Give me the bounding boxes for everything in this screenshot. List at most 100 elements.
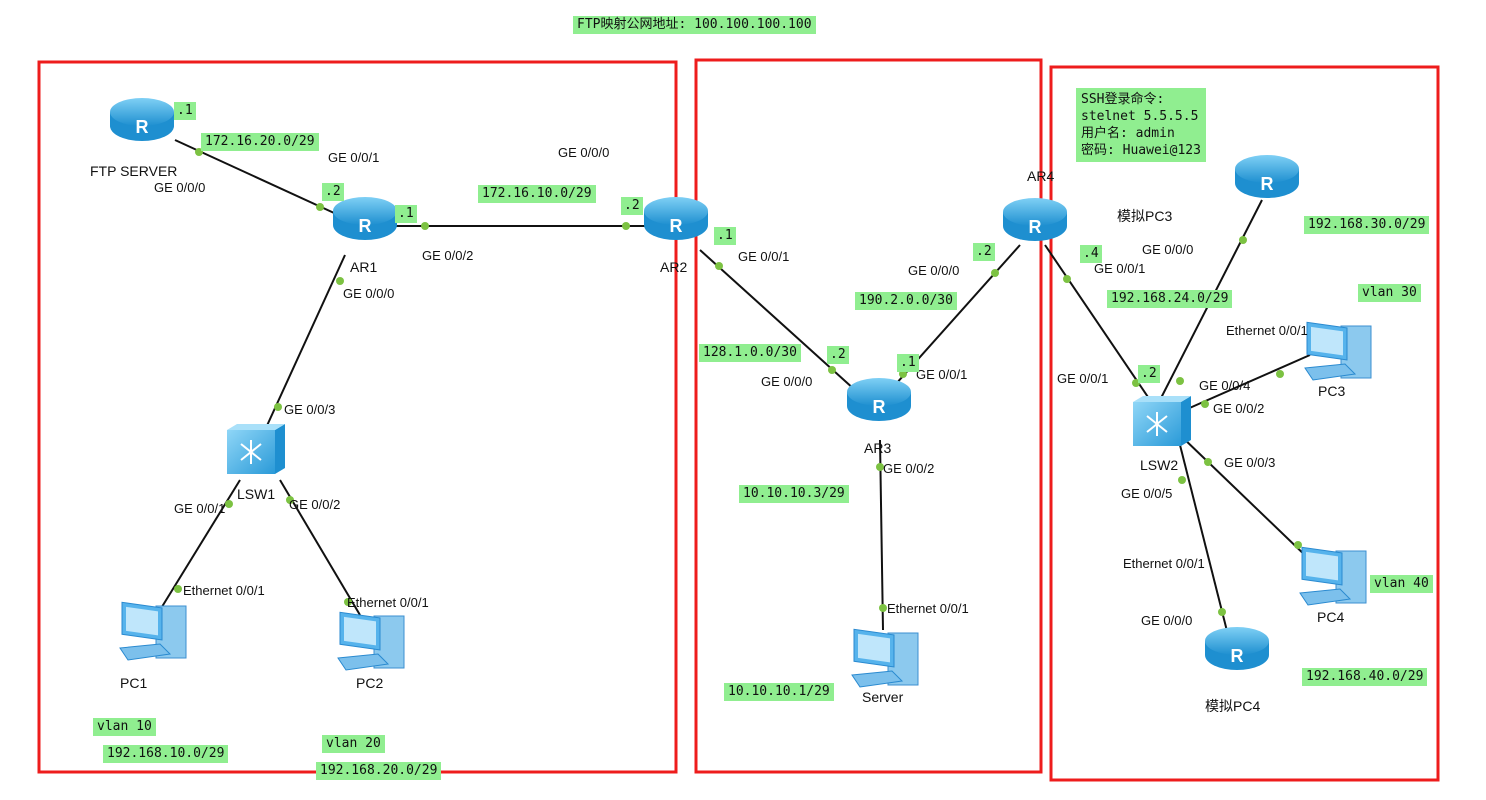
port-label: GE 0/0/2 [422,248,474,263]
svg-text:R: R [359,216,372,236]
zone-middle [694,58,1043,774]
ip-tag: .2 [322,183,344,201]
svg-text:R: R [1261,174,1274,194]
network-tag: 192.168.24.0/29 [1107,290,1233,308]
pc-icon[interactable] [1304,321,1372,381]
pc-icon[interactable] [1299,546,1367,606]
network-tag: 192.168.20.0/29 [316,762,442,780]
port-dot [622,222,630,230]
port-dot [1218,608,1226,616]
port-label: GE 0/0/1 [1057,371,1109,386]
device-label-pc1: PC1 [120,675,148,691]
ip-tag: .4 [1080,245,1102,263]
port-label: Ethernet 0/0/1 [887,601,969,616]
pc-icon[interactable] [337,611,405,671]
vlan-tag: vlan 30 [1358,284,1421,302]
device-label-pc2: PC2 [356,675,384,691]
router-icon[interactable]: R [1003,198,1067,241]
vlan-tag: vlan 10 [93,718,156,736]
port-dot [1204,458,1212,466]
network-tag: 172.16.10.0/29 [478,185,596,203]
port-dot [225,500,233,508]
zone-right [1049,65,1440,782]
ssh-line: stelnet 5.5.5.5 [1081,109,1199,124]
router-icon[interactable]: R [333,197,397,240]
ip-tag: .1 [714,227,736,245]
router-icon[interactable]: R [847,378,911,421]
network-tag: 10.10.10.3/29 [739,485,849,503]
port-dot [336,277,344,285]
port-dot [1201,400,1209,408]
network-tag: 192.168.30.0/29 [1304,216,1430,234]
device-label-ar1: AR1 [350,259,378,275]
port-label: GE 0/0/1 [1094,261,1146,276]
router-icon[interactable]: R [644,197,708,240]
svg-text:R: R [136,117,149,137]
device-label-lsw1: LSW1 [237,486,276,502]
port-label: GE 0/0/0 [154,180,206,195]
svg-text:R: R [1231,646,1244,666]
link-ar2-ar3 [699,249,856,391]
port-label: GE 0/0/3 [284,402,336,417]
device-label-pc4: PC4 [1317,609,1345,625]
ssh-line: 密码: Huawei@123 [1081,143,1201,158]
link-ar3-server [879,439,884,631]
port-label: Ethernet 0/0/1 [183,583,265,598]
port-dot [1176,377,1184,385]
ssh-line: 用户名: admin [1081,126,1175,141]
link-ar1-lsw1 [264,254,346,431]
port-dot [1294,541,1302,549]
network-tag: 192.168.40.0/29 [1302,668,1428,686]
device-label-sim-pc4: 模拟PC4 [1205,698,1261,714]
port-dot [344,598,352,606]
device-label-sim-pc3: 模拟PC3 [1117,208,1173,224]
svg-text:R: R [873,397,886,417]
port-label: GE 0/0/1 [328,150,380,165]
port-label: GE 0/0/4 [1199,378,1251,393]
device-label-ftp-server: FTP SERVER [90,163,178,179]
ip-tag: .1 [897,354,919,372]
ip-tag: .2 [827,346,849,364]
device-label-pc3: PC3 [1318,383,1346,399]
switch-icon[interactable] [227,424,285,474]
router-icon[interactable]: R [110,98,174,141]
port-label: GE 0/0/0 [343,286,395,301]
device-label-lsw2: LSW2 [1140,457,1179,473]
pc-icon[interactable] [851,628,919,688]
router-icon[interactable]: R [1235,155,1299,198]
port-label: GE 0/0/0 [1142,242,1194,257]
router-icon[interactable]: R [1205,627,1269,670]
port-dot [286,496,294,504]
ftp-mapping-note: FTP映射公网地址: 100.100.100.100 [573,16,816,34]
switch-icon[interactable] [1133,396,1191,446]
port-dot [1063,275,1071,283]
port-label: GE 0/0/1 [916,367,968,382]
device-label-ar4: AR4 [1027,168,1055,184]
svg-text:R: R [1029,217,1042,237]
svg-text:R: R [670,216,683,236]
port-dot [274,403,282,411]
port-dot [828,366,836,374]
port-dot [1276,370,1284,378]
pc-icon[interactable] [119,601,187,661]
vlan-tag: vlan 20 [322,735,385,753]
ip-tag: .2 [1138,365,1160,383]
vlan-tag: vlan 40 [1370,575,1433,593]
network-tag: 192.168.10.0/29 [103,745,229,763]
port-dot [1178,476,1186,484]
network-tag: 172.16.20.0/29 [201,133,319,151]
port-label: GE 0/0/2 [289,497,341,512]
port-label: GE 0/0/0 [558,145,610,160]
link-lsw2-pc4 [1179,434,1311,561]
port-label: Ethernet 0/0/1 [347,595,429,610]
ip-tag: .1 [174,102,196,120]
device-label-ar2: AR2 [660,259,688,275]
link-lsw2-simpc4 [1179,444,1229,636]
port-label: GE 0/0/0 [908,263,960,278]
port-label: GE 0/0/5 [1121,486,1173,501]
port-label: Ethernet 0/0/1 [1226,323,1308,338]
port-dot [174,585,182,593]
network-tag: 128.1.0.0/30 [699,344,801,362]
